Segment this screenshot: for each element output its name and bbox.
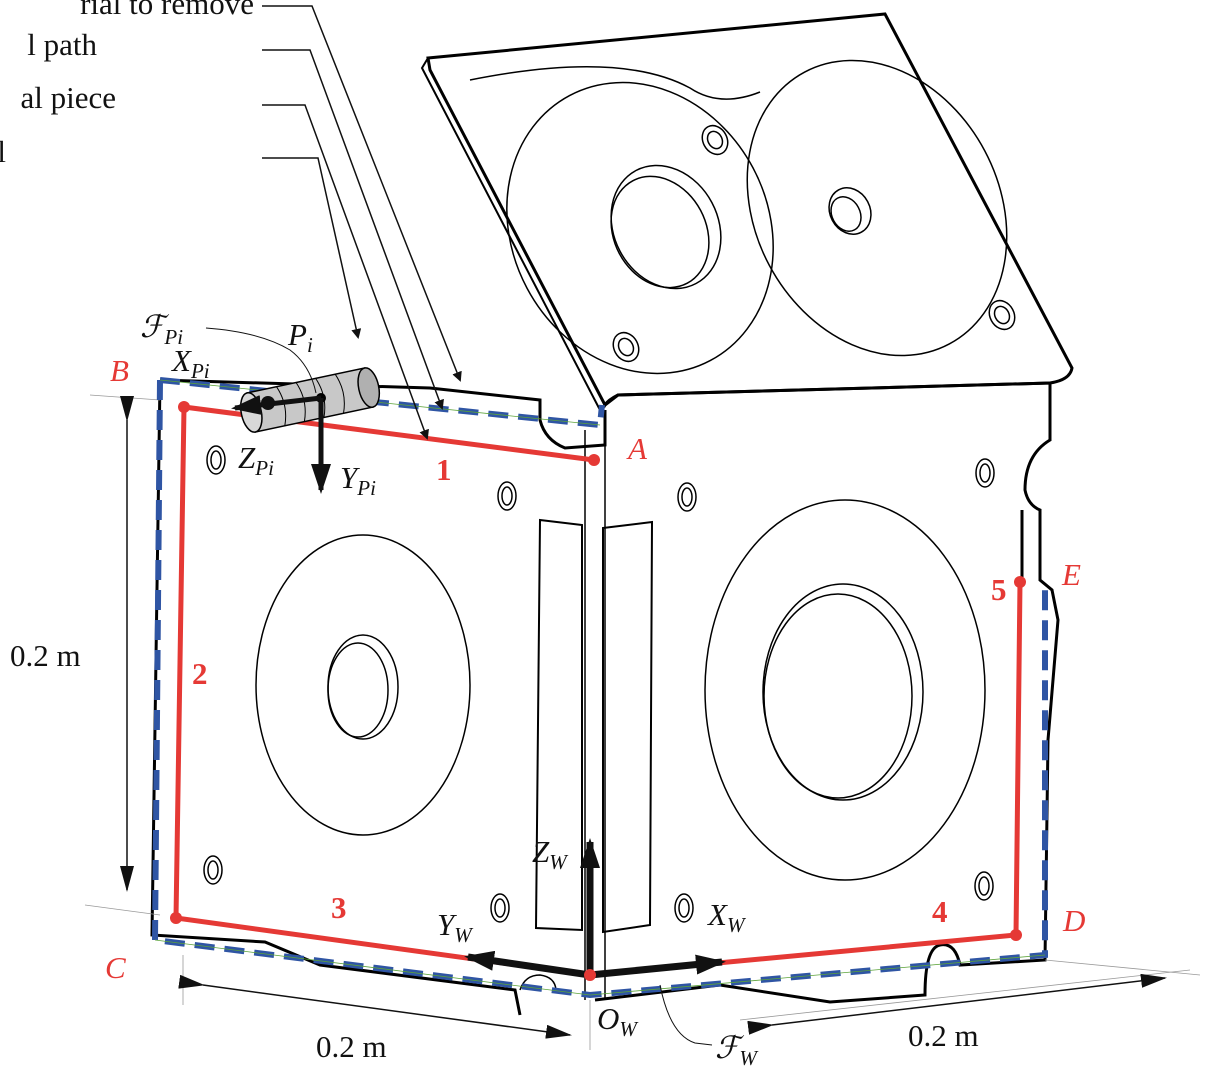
label-d: D [1062,903,1085,938]
leader-4 [262,157,362,339]
leader-1 [262,5,462,382]
dim-label-bottom-right: 0.2 m [908,1018,979,1053]
label-c: C [105,950,126,985]
yw-label: YW [437,907,474,947]
label-e: E [1061,557,1081,592]
reference-lines [84,394,1201,1050]
xw-axis-arrow [589,954,726,979]
segment-numbers: 1 2 3 4 5 [192,452,1007,929]
legend-item-tool: l [0,134,6,169]
part-left-face [150,378,607,1016]
part-right-face [594,381,1060,1004]
dimension-labels: 0.2 m 0.2 m 0.2 m [10,638,979,1064]
segment-3: 3 [331,890,347,925]
leader-2 [262,49,444,410]
dim-label-bottom-left: 0.2 m [316,1029,387,1064]
tool-point-label: Pi [287,317,313,357]
tool-frame-axes [205,327,331,494]
zp-label: ZPi [238,440,274,480]
segment-1: 1 [436,452,452,487]
legend-leaders [262,5,462,440]
tool-frame-leader [205,327,317,394]
world-frame-labels: ZW YW XW OW ℱW [437,834,759,1070]
xp-label: XPi [170,343,210,383]
segment-5: 5 [991,572,1007,607]
dim-bottom-left [178,974,572,1039]
label-b: B [110,353,129,388]
dim-label-vertical: 0.2 m [10,638,81,673]
tool-frame-labels: ℱPi Pi XPi ZPi YPi [140,309,376,500]
world-frame-label: ℱW [715,1030,759,1070]
zw-label: ZW [532,834,569,874]
label-a: A [626,431,648,466]
point-a-marker [588,454,600,466]
point-e-marker [1014,576,1026,588]
part-top-face [420,12,1074,411]
origin-marker [584,969,596,981]
origin-label: OW [597,1001,639,1041]
tool-frame-label: ℱPi [140,309,183,349]
dim-bottom-right [747,973,1167,1035]
legend-item-material: rial to remove [80,0,254,21]
yw-axis-arrow [464,950,591,979]
legend: rial to remove l path al piece l [0,0,254,169]
world-frame-axes [464,838,726,1046]
point-b-marker [178,401,190,413]
rough-stock-boundary [151,377,1048,999]
xp-axis-arrow [231,395,322,415]
point-d-marker [1010,929,1022,941]
point-labels: A B C D E [105,353,1085,985]
tool-path [170,401,1026,978]
yp-label: YPi [340,460,376,500]
dimension-lines [120,396,1167,1039]
zp-axis-marker [261,396,275,410]
legend-item-piece: al piece [20,80,116,115]
xw-label: XW [706,897,747,937]
legend-item-path: l path [27,27,97,62]
point-c-marker [170,912,182,924]
world-frame-leader [659,984,713,1046]
segment-4: 4 [932,894,948,929]
leader-3 [262,104,429,440]
segment-2: 2 [192,656,208,691]
